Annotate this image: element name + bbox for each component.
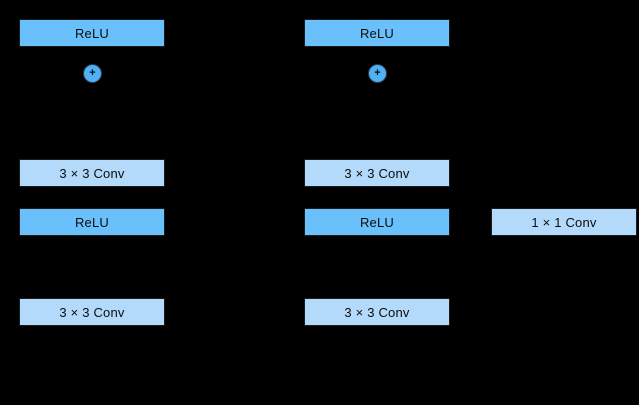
add-operator-node: + xyxy=(83,64,102,83)
left-relu-top-box: ReLU xyxy=(19,19,165,47)
add-operator-node: + xyxy=(368,64,387,83)
right-conv-bottom-box: 3 × 3 Conv xyxy=(304,298,450,326)
right-conv-mid-box: 3 × 3 Conv xyxy=(304,159,450,187)
right-relu-mid-box: ReLU xyxy=(304,208,450,236)
right-conv-1x1-box: 1 × 1 Conv xyxy=(491,208,637,236)
left-conv-bottom-box: 3 × 3 Conv xyxy=(19,298,165,326)
right-relu-top-box: ReLU xyxy=(304,19,450,47)
left-relu-mid-box: ReLU xyxy=(19,208,165,236)
left-conv-mid-box: 3 × 3 Conv xyxy=(19,159,165,187)
